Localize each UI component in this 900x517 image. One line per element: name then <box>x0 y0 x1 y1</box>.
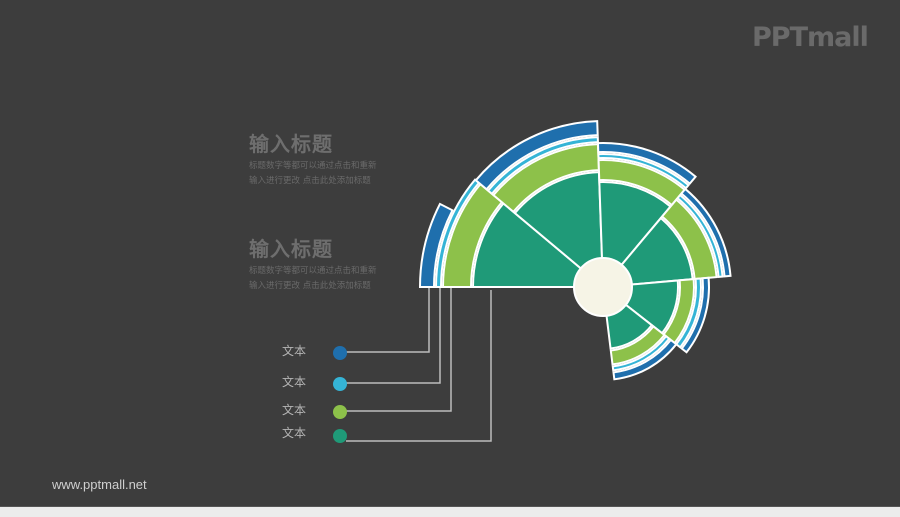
text-block-desc[interactable]: 标题数字等都可以通过点击和重新 输入进行更改 点击此处添加标题 <box>249 159 419 189</box>
dark-blue-band <box>612 338 678 381</box>
radial-chart <box>333 120 732 443</box>
legend-dot-light-blue <box>333 377 347 391</box>
legend-label-3[interactable]: 文本 <box>282 403 307 417</box>
text-block-2: 输入标题 标题数字等都可以通过点击和重新 输入进行更改 点击此处添加标题 <box>249 236 419 294</box>
chart-segments <box>418 120 732 381</box>
legend-label-2[interactable]: 文本 <box>282 375 307 389</box>
light-blue-band <box>611 334 671 372</box>
legend-dot-dark-blue <box>333 346 347 360</box>
light-blue-band <box>597 153 690 190</box>
legend-label-4[interactable]: 文本 <box>282 426 307 440</box>
desc-line: 输入进行更改 点击此处添加标题 <box>249 281 371 291</box>
dark-blue-band <box>680 276 710 354</box>
legend-dot-teal <box>333 429 347 443</box>
text-block-1: 输入标题 标题数字等都可以通过点击和重新 输入进行更改 点击此处添加标题 <box>249 131 419 189</box>
bottom-strip <box>0 506 900 517</box>
dark-blue-band <box>418 202 454 288</box>
chart-segment-2 <box>474 120 605 290</box>
legend-dot-green <box>333 405 347 419</box>
brand-logo: PPTmall <box>752 22 869 53</box>
dark-blue-band <box>596 142 697 185</box>
connector-line-light-blue <box>346 287 441 384</box>
chart-segment-1 <box>418 178 606 288</box>
text-block-desc[interactable]: 标题数字等都可以通过点击和重新 输入进行更改 点击此处添加标题 <box>249 264 419 294</box>
chart-center-circle <box>573 257 633 317</box>
connector-line-green <box>346 287 452 412</box>
green-band <box>609 324 666 366</box>
connector-line-dark-blue <box>346 287 430 353</box>
desc-line: 输入进行更改 点击此处添加标题 <box>249 176 371 186</box>
dark-blue-band <box>680 187 732 278</box>
text-block-title[interactable]: 输入标题 <box>249 237 333 261</box>
connector-line-teal <box>346 290 492 442</box>
footer-url[interactable]: www.pptmall.net <box>52 477 147 492</box>
light-blue-band <box>486 136 599 196</box>
light-blue-band <box>676 193 724 278</box>
desc-line: 标题数字等都可以通过点击和重新 <box>249 161 377 171</box>
desc-line: 标题数字等都可以通过点击和重新 <box>249 266 377 276</box>
text-block-title[interactable]: 输入标题 <box>249 132 333 156</box>
legend-label-1[interactable]: 文本 <box>282 344 307 358</box>
legend-connectors <box>346 287 492 442</box>
dark-blue-band <box>474 120 599 191</box>
